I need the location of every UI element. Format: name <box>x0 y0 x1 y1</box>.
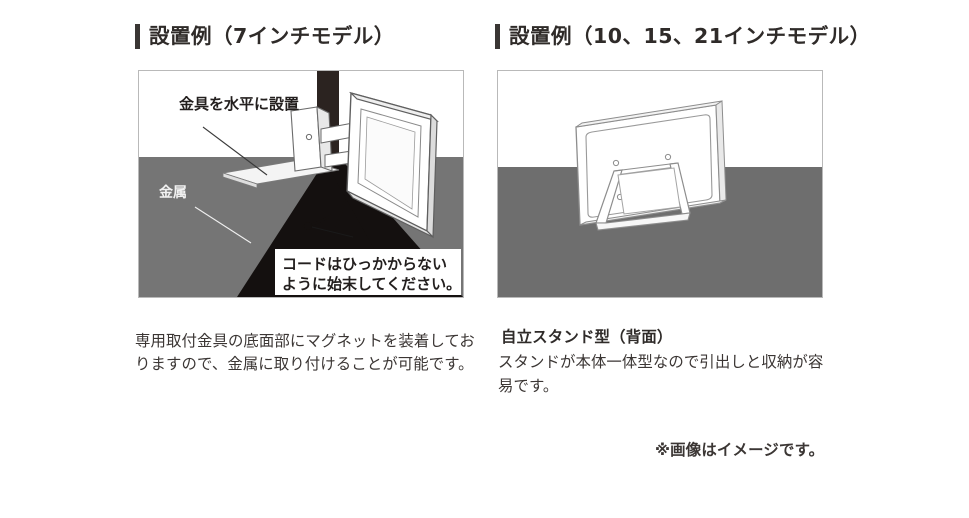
caption-body: スタンドが本体一体型なので引出しと収納が容易です。 <box>498 353 824 395</box>
illustration-panel-large-models <box>497 70 823 298</box>
screw-hole <box>664 153 672 161</box>
heading-accent-bar <box>135 24 140 49</box>
screw-hole <box>612 159 620 167</box>
illustration-panel-seven-inch: 金具を水平に設置 金属 コードはひっかからない ように始末してください。 <box>138 70 464 298</box>
image-disclaimer-note: ※画像はイメージです。 <box>655 441 825 459</box>
caption-body: 専用取付金具の底面部にマグネットを装着しておりますので、金属に取り付けることが可… <box>135 332 475 374</box>
heading-label: 設置例（7インチモデル） <box>149 24 395 49</box>
stand-foot <box>595 212 691 231</box>
label-cord-warning-line2: ように始末してください。 <box>282 275 461 293</box>
label-metal-surface: 金属 <box>159 184 187 201</box>
section-heading-seven-inch: 設置例（7インチモデル） <box>135 24 395 49</box>
caption-large-models: 自立スタンド型（背面） スタンドが本体一体型なので引出しと収納が容易です。 <box>498 326 838 398</box>
cord-warning-backing <box>275 249 461 295</box>
label-bracket-level: 金具を水平に設置 <box>179 95 299 113</box>
section-heading-large-models: 設置例（10、15、21インチモデル） <box>495 24 871 49</box>
cord-knot <box>304 222 312 230</box>
caption-seven-inch: 専用取付金具の底面部にマグネットを装着しておりますので、金属に取り付けることが可… <box>135 330 480 377</box>
leader-line-metal <box>194 206 252 244</box>
magnet-bracket-mount-illustration: 金具を水平に設置 金属 コードはひっかからない ように始末してください。 <box>139 71 463 297</box>
heading-accent-bar <box>495 24 500 49</box>
leader-line-bracket <box>202 126 268 176</box>
stand-panel <box>617 167 681 215</box>
heading-label: 設置例（10、15、21インチモデル） <box>509 24 871 49</box>
freestanding-stand-rear-illustration <box>498 71 822 297</box>
label-cord-warning-line1: コードはひっかからない <box>282 255 447 273</box>
caption-title: 自立スタンド型（背面） <box>501 328 673 346</box>
bracket-column <box>290 106 322 172</box>
